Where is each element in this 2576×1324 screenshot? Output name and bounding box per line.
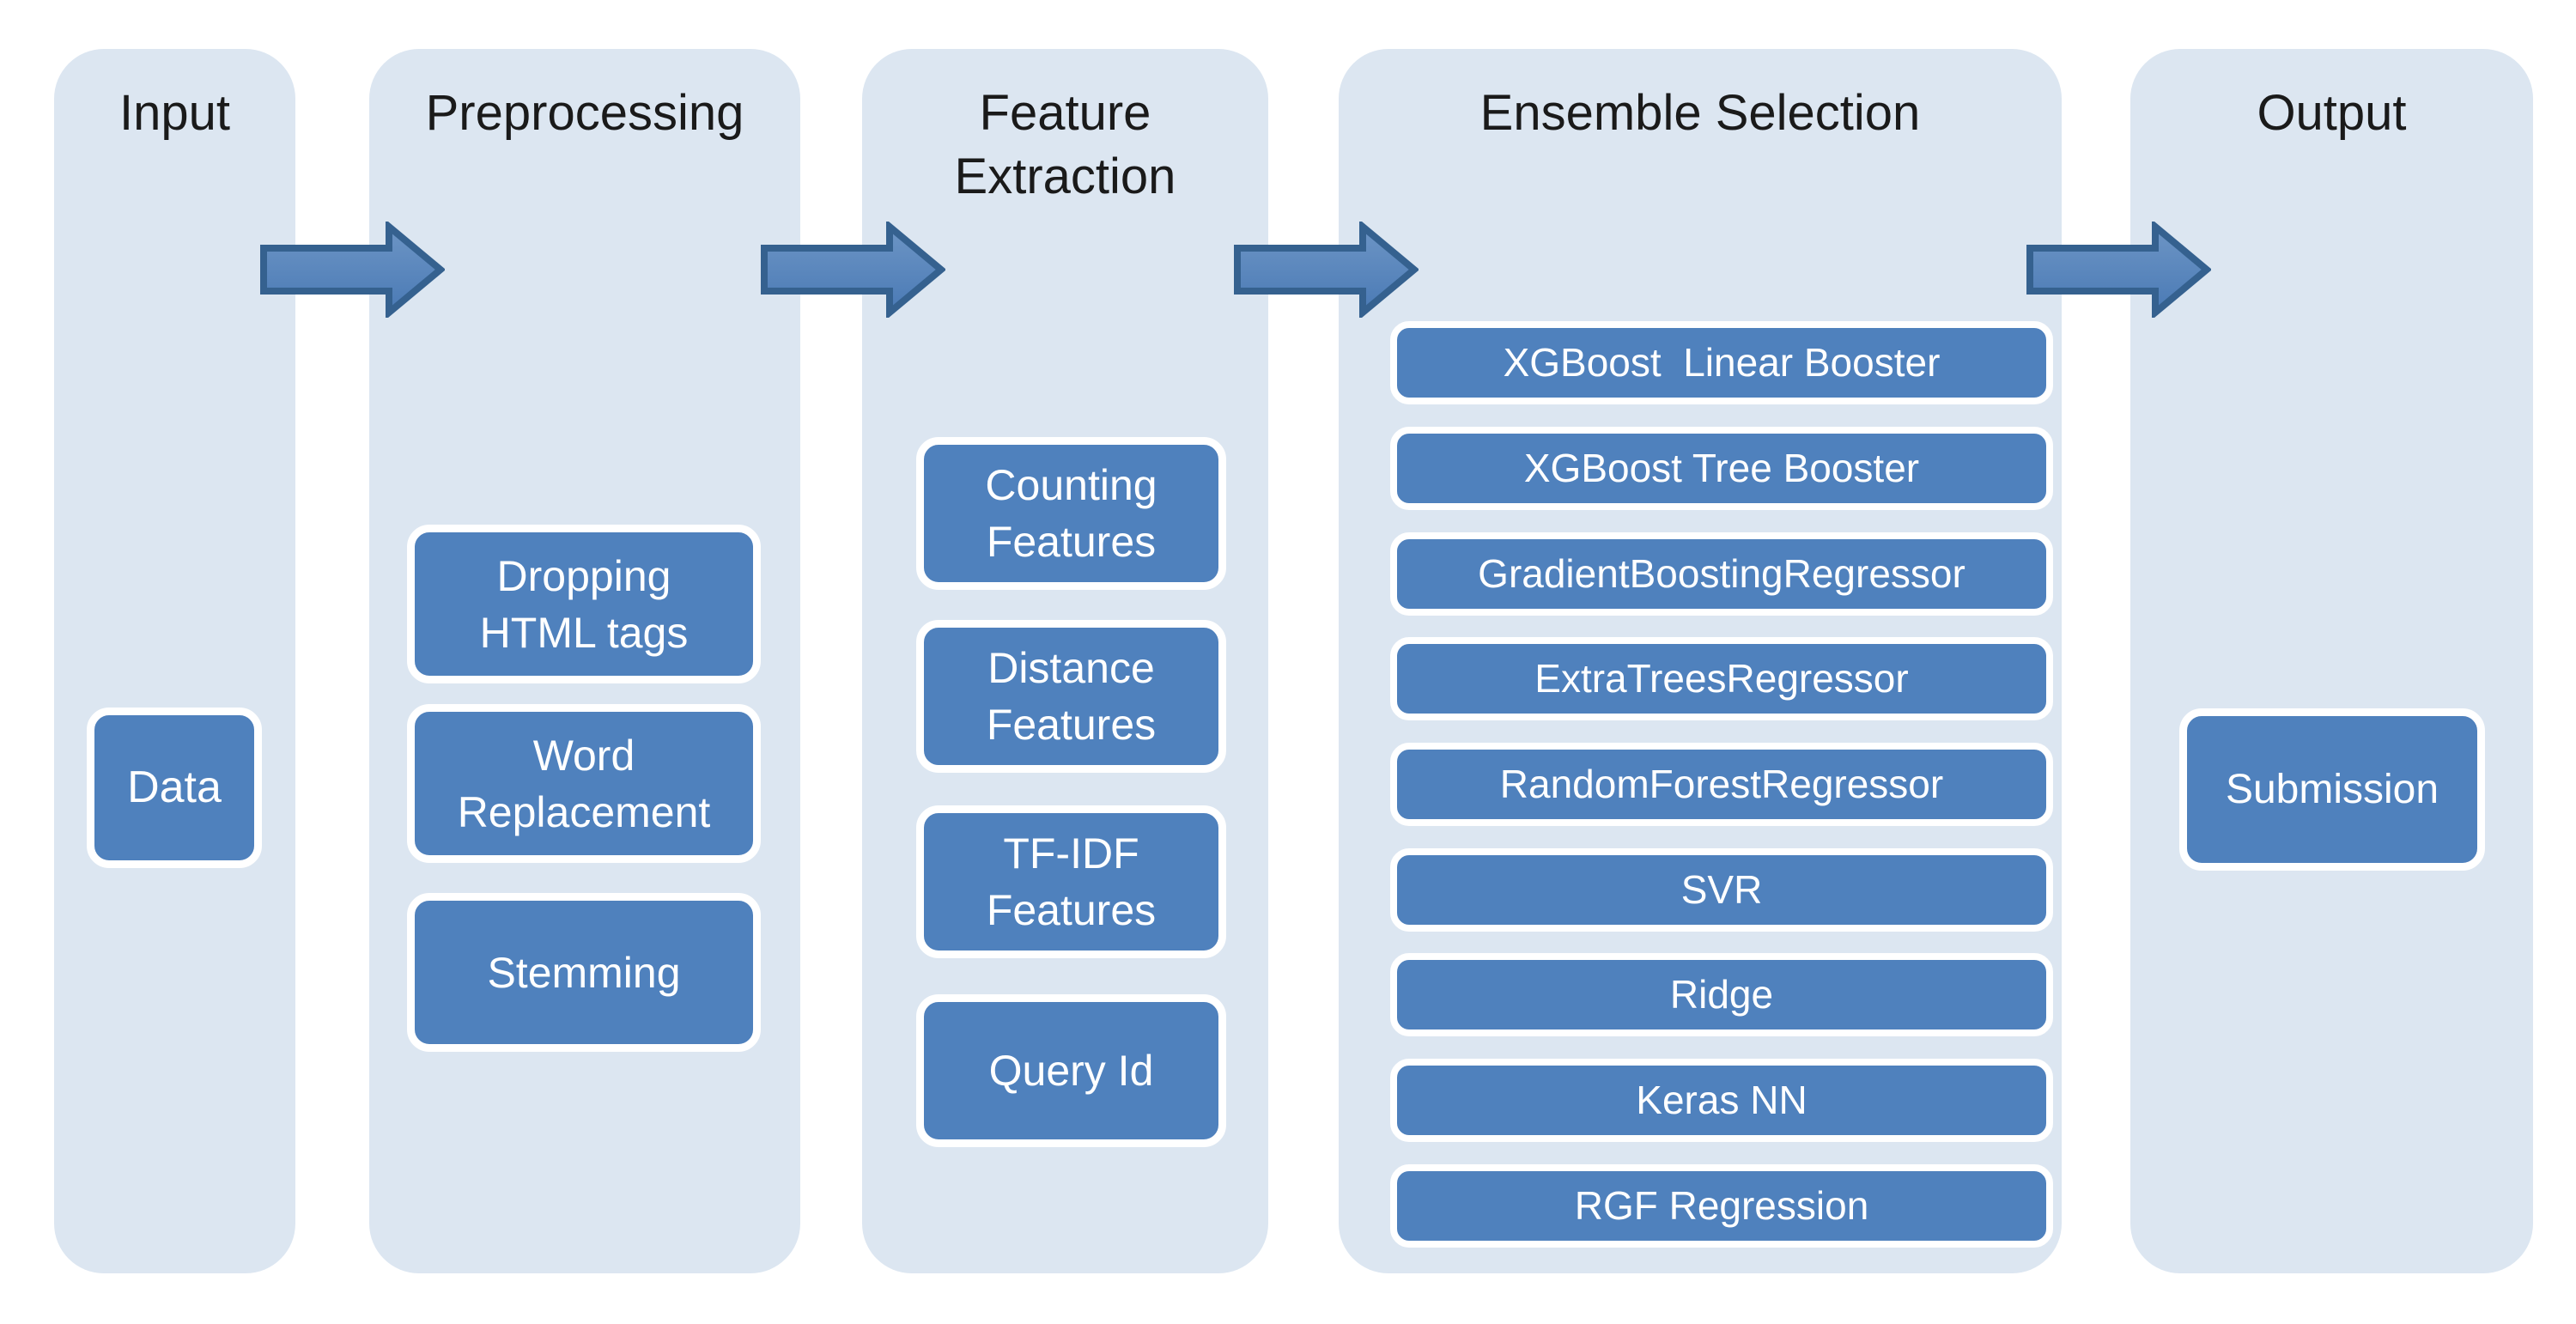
column-output: Output: [2130, 49, 2533, 1273]
node-xgboost-tree-booster: XGBoost Tree Booster: [1390, 427, 2053, 510]
column-title-output: Output: [2257, 85, 2407, 141]
node-word-replacement: Word Replacement: [407, 704, 761, 863]
node-data: Data: [87, 708, 262, 868]
column-title-ensemble-selection: Ensemble Selection: [1479, 85, 1921, 141]
node-extra-trees-regressor: ExtraTreesRegressor: [1390, 637, 2053, 720]
node-rgf-regression: RGF Regression: [1390, 1164, 2053, 1248]
flow-arrow-icon-preprocessing-to-feature-extraction: [761, 222, 945, 318]
node-random-forest-regressor: RandomForestRegressor: [1390, 743, 2053, 826]
node-query-id: Query Id: [916, 994, 1226, 1147]
node-submission: Submission: [2179, 708, 2485, 871]
node-keras-nn: Keras NN: [1390, 1059, 2053, 1142]
node-distance-features: Distance Features: [916, 620, 1226, 773]
flow-arrow-icon-feature-extraction-to-ensemble-selection: [1234, 222, 1419, 318]
column-title-input: Input: [119, 85, 230, 141]
node-tfidf-features: TF-IDF Features: [916, 805, 1226, 958]
node-dropping-html-tags: Dropping HTML tags: [407, 525, 761, 683]
node-stemming: Stemming: [407, 893, 761, 1052]
column-input: Input: [54, 49, 295, 1273]
column-title-preprocessing: Preprocessing: [425, 85, 744, 141]
node-xgboost-linear-booster: XGBoost Linear Booster: [1390, 321, 2053, 404]
node-svr: SVR: [1390, 848, 2053, 932]
flow-arrow-icon-input-to-preprocessing: [260, 222, 445, 318]
node-counting-features: Counting Features: [916, 437, 1226, 590]
flow-arrow-icon-ensemble-selection-to-output: [2026, 222, 2211, 318]
node-gradient-boosting-regressor: GradientBoostingRegressor: [1390, 532, 2053, 616]
column-title-feature-extraction: Feature Extraction: [954, 85, 1176, 205]
node-ridge: Ridge: [1390, 953, 2053, 1036]
